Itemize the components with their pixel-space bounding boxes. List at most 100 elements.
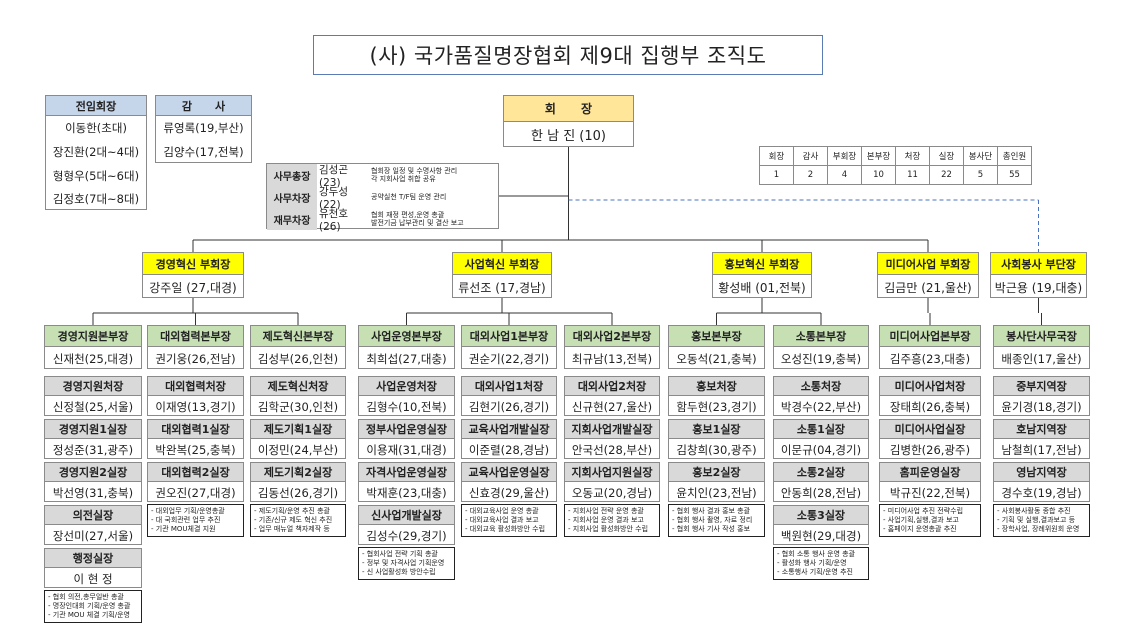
office-title: 홍보2실장 [669, 463, 764, 482]
duty-note: - 사회봉사활동 종합 추진- 기획 및 실행,결과보고 등- 장학사업, 장례… [993, 504, 1090, 537]
office-title: 홈피운영실장 [880, 463, 980, 482]
secretariat-title: 재무차장 [267, 208, 317, 231]
duty-note-line: - 협회 의전,총무일반 총괄 [48, 593, 124, 601]
secretariat-duties: 공약실천 T/F팀 운영 관리 [371, 186, 499, 208]
division-title: 대외협력본부장 [148, 326, 243, 347]
office-title: 교육사업운영실장 [462, 463, 556, 482]
former-president-name: 형형우(5대~6대) [52, 169, 140, 183]
office-name: 이정민(24,부산) [257, 442, 339, 457]
office-name: 박선영(31,충북) [52, 485, 134, 500]
office-title: 자격사업운영실장 [359, 463, 454, 482]
duty-note-line: - 협회사업 전략 기획 총괄 [362, 550, 438, 558]
stats-header-cell: 총인원 [997, 146, 1032, 166]
secretariat-title: 사무차장 [267, 186, 317, 209]
former-presidents-box: 전임회장 이동한(초대) 장진환(2대~4대) 형형우(5대~6대) 김정호(7… [45, 95, 147, 210]
office-title: 지회사업개발실장 [565, 420, 659, 439]
office-name: 신규현(27,울산) [571, 399, 653, 414]
secretariat-duty: 발전기금 납부관리 및 결산 보고 [371, 219, 464, 227]
office-name: 박재훈(23,대충) [366, 485, 447, 500]
duty-note-line: - 대외업무 기획/운영총괄 [151, 507, 225, 515]
division-title: 사업운영본부장 [359, 326, 454, 347]
office-name: 김학군(30,인천) [257, 399, 339, 414]
office-title: 제도혁신처장 [251, 377, 345, 396]
former-presidents-header: 전임회장 [46, 96, 146, 116]
duty-note-line: - 협회 행사 결과 홍보 총괄 [672, 507, 751, 515]
office-name: 안동희(28,전남) [780, 485, 862, 500]
duty-note-line: - 협회 행사 기사 작성 홍보 [672, 525, 751, 533]
division-head-name: 오성진(19,충북) [780, 351, 862, 366]
auditors-header: 감 사 [156, 96, 251, 116]
division-title: 홍보본부장 [669, 326, 764, 347]
duty-note-line: - 협회 소통 행사 운영 총괄 [777, 550, 856, 558]
duty-note: - 협회 소통 행사 운영 총괄- 활성화 행사 기획/운영- 소통행사 기획/… [773, 547, 869, 580]
vp-title: 미디어사업 부회장 [878, 253, 978, 275]
president-box: 회 장 한 남 진 (10) [503, 95, 634, 147]
vp-name: 강주일 (27,대경) [149, 280, 237, 295]
office-title: 소통3실장 [774, 506, 868, 525]
office-title: 소통처장 [774, 377, 868, 396]
division-title: 봉사단사무국장 [994, 326, 1089, 347]
office-name: 김병한(26,광주) [889, 442, 971, 457]
office-title: 신사업개발실장 [359, 506, 454, 525]
office-name: 김형수(10,전북) [366, 399, 447, 414]
duty-note-line: - 기획 및 실행,결과보고 등 [997, 516, 1076, 524]
former-president-name: 장진환(2대~4대) [52, 145, 140, 159]
duty-note-line: - 기관 MOU 체결 기획/운영 [48, 611, 130, 619]
office-title: 제도기획1실장 [251, 420, 345, 439]
stats-header-cell: 봉사단 [963, 146, 998, 166]
duty-note: - 대외교육사업 운영 총괄- 대외교육사업 결과 보고- 대외교육 활성화방안… [461, 504, 557, 537]
office-title: 미디어사업실장 [880, 420, 980, 439]
office-title: 제도기획2실장 [251, 463, 345, 482]
secretariat-name: 김성곤(23) [319, 163, 348, 189]
duty-note-line: - 사업기획,실행,결과 보고 [883, 516, 959, 524]
division-head-name: 김성부(26,인천) [257, 351, 339, 366]
secretariat-duty: 공약실천 T/F팀 운영 관리 [371, 192, 447, 201]
office-title: 의전실장 [45, 506, 141, 525]
office-name: 박경수(22,부산) [780, 399, 862, 414]
vp-name: 박근용 (19,대충) [994, 280, 1083, 295]
stats-header-cell: 부회장 [827, 146, 862, 166]
vp-name: 김금만 (21,울산) [884, 280, 972, 295]
office-title: 사업운영처장 [359, 377, 454, 396]
office-title: 지회사업지원실장 [565, 463, 659, 482]
stats-value-cell: 1 [759, 165, 794, 185]
office-name: 윤기경(18,경기) [1001, 399, 1082, 414]
division-title: 경영지원본부장 [45, 326, 141, 347]
auditor-name: 류영록(19,부산) [163, 121, 244, 135]
division-head-name: 최규남(13,전북) [571, 351, 653, 366]
office-title: 행정실장 [45, 549, 141, 568]
office-name: 신효경(29,울산) [468, 485, 550, 500]
duty-note-line: - 기관 MOU체결 지원 [151, 525, 216, 533]
former-president-name: 이동한(초대) [65, 121, 127, 135]
office-name: 이재영(13,경기) [155, 399, 236, 414]
office-name: 안국선(28,부산) [571, 442, 653, 457]
duty-note: - 협회 행사 결과 홍보 총괄- 협회 행사 촬영, 자료 정리- 협회 행사… [668, 504, 765, 537]
office-name: 김동선(26,경기) [257, 485, 339, 500]
vp-title: 사업혁신 부회장 [453, 253, 551, 275]
